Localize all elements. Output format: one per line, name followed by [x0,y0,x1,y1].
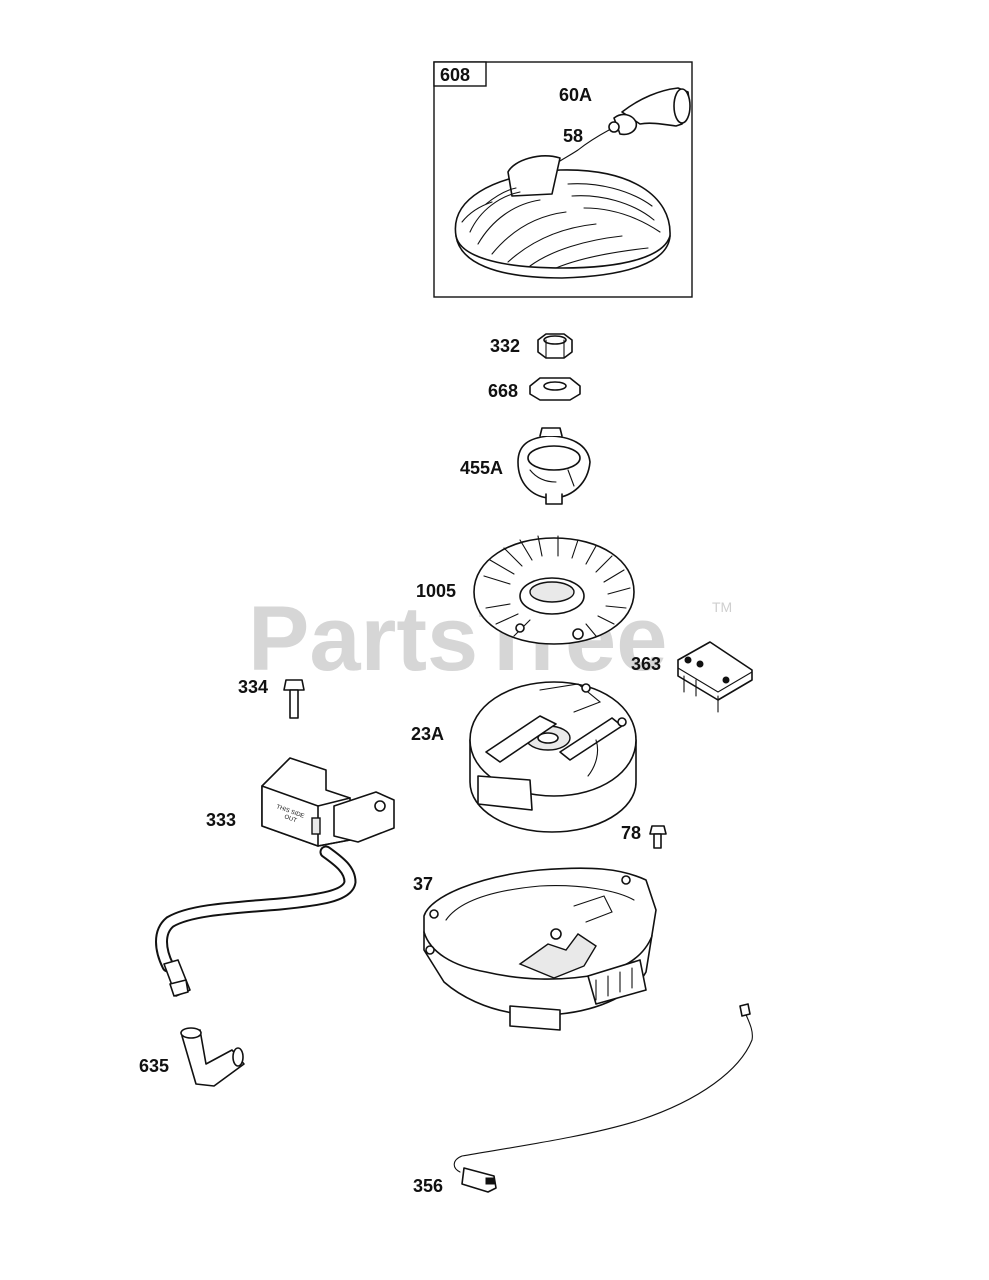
label-333: 333 [206,810,236,830]
label-635: 635 [139,1056,169,1076]
stop-switch-bracket[interactable] [677,641,753,713]
label-608: 608 [440,65,470,85]
label-668: 668 [488,381,518,401]
label-60A: 60A [559,85,592,105]
starter-handle[interactable] [608,87,691,136]
label-363: 363 [631,654,661,674]
starter-assembly-box[interactable]: 608 [433,61,693,298]
ignition-coil[interactable]: THIS SIDE OUT [261,757,395,847]
blower-housing[interactable] [423,867,657,1031]
washer[interactable] [529,377,581,401]
label-37: 37 [413,874,433,894]
label-1005: 1005 [416,581,456,601]
label-78: 78 [621,823,641,843]
label-23A: 23A [411,724,444,744]
watermark-trademark: TM [712,599,732,615]
starter-housing[interactable] [454,155,671,279]
coil-text-line2: OUT [283,814,297,824]
starter-cup[interactable] [517,427,591,505]
coil-bolt[interactable] [283,679,305,719]
nut[interactable] [537,333,573,359]
shroud-screw[interactable] [649,825,667,849]
flywheel[interactable] [469,681,637,833]
spark-plug-lead[interactable] [155,845,357,997]
spark-plug-boot[interactable] [180,1027,245,1087]
cooling-fan[interactable] [473,535,635,645]
ground-wire[interactable] [453,1003,753,1193]
label-58: 58 [563,126,583,146]
label-356: 356 [413,1176,443,1196]
label-332: 332 [490,336,520,356]
label-455A: 455A [460,458,503,478]
label-334: 334 [238,677,268,697]
